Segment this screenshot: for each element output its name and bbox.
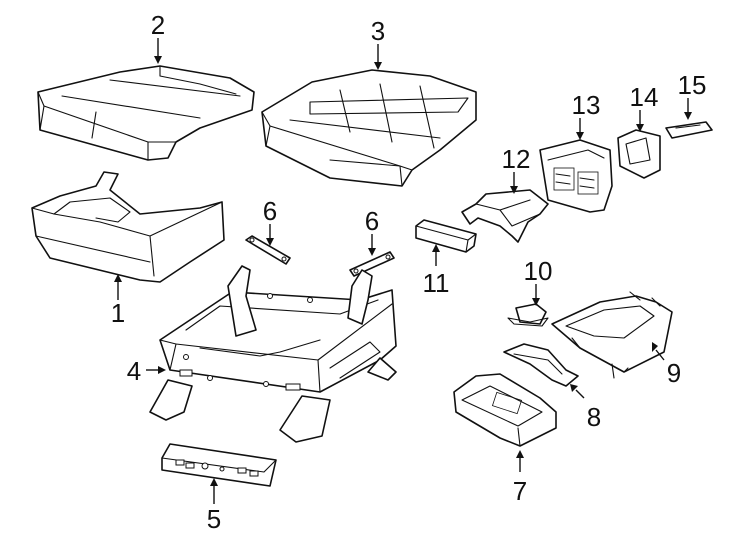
callout-13[interactable]: 13 [572, 90, 601, 120]
part-4-seat-frame[interactable] [149, 265, 397, 443]
callout-8[interactable]: 8 [587, 402, 601, 432]
callout-9[interactable]: 9 [667, 358, 681, 388]
callout-2[interactable]: 2 [151, 10, 165, 40]
leader-lines [114, 38, 692, 504]
callout-15[interactable]: 15 [678, 70, 707, 100]
part-7-storage-tray[interactable] [453, 373, 557, 447]
part-3-cushion-cover[interactable] [261, 69, 477, 187]
part-13-housing[interactable] [539, 139, 613, 213]
part-14-switch[interactable] [617, 129, 661, 179]
callout-11[interactable]: 11 [423, 268, 450, 298]
callout-6-left[interactable]: 6 [263, 196, 277, 226]
part-9-storage-bin[interactable] [551, 291, 673, 379]
part-6-strap-right[interactable] [349, 251, 395, 277]
part-2-cushion-cover[interactable] [37, 65, 255, 161]
callout-4[interactable]: 4 [127, 356, 141, 386]
callout-10[interactable]: 10 [524, 256, 553, 286]
part-10-latch[interactable] [507, 303, 549, 327]
callout-6-right[interactable]: 6 [365, 206, 379, 236]
part-15-cover[interactable] [665, 121, 713, 139]
callout-14[interactable]: 14 [630, 82, 659, 112]
part-11-bracket[interactable] [415, 219, 477, 253]
callout-1[interactable]: 1 [111, 298, 125, 328]
callout-3[interactable]: 3 [371, 16, 385, 46]
callout-labels: 2 3 1 6 6 4 5 11 12 13 14 15 10 9 8 7 [111, 10, 707, 534]
part-1-cushion-pad[interactable] [31, 171, 225, 283]
callout-12[interactable]: 12 [502, 144, 531, 174]
part-12-console-cover[interactable] [461, 189, 549, 243]
callout-7[interactable]: 7 [513, 476, 527, 506]
part-6-strap-left[interactable] [245, 235, 291, 265]
part-8-tray[interactable] [503, 343, 579, 387]
callout-5[interactable]: 5 [207, 504, 221, 534]
part-5-bracket[interactable] [161, 443, 277, 487]
